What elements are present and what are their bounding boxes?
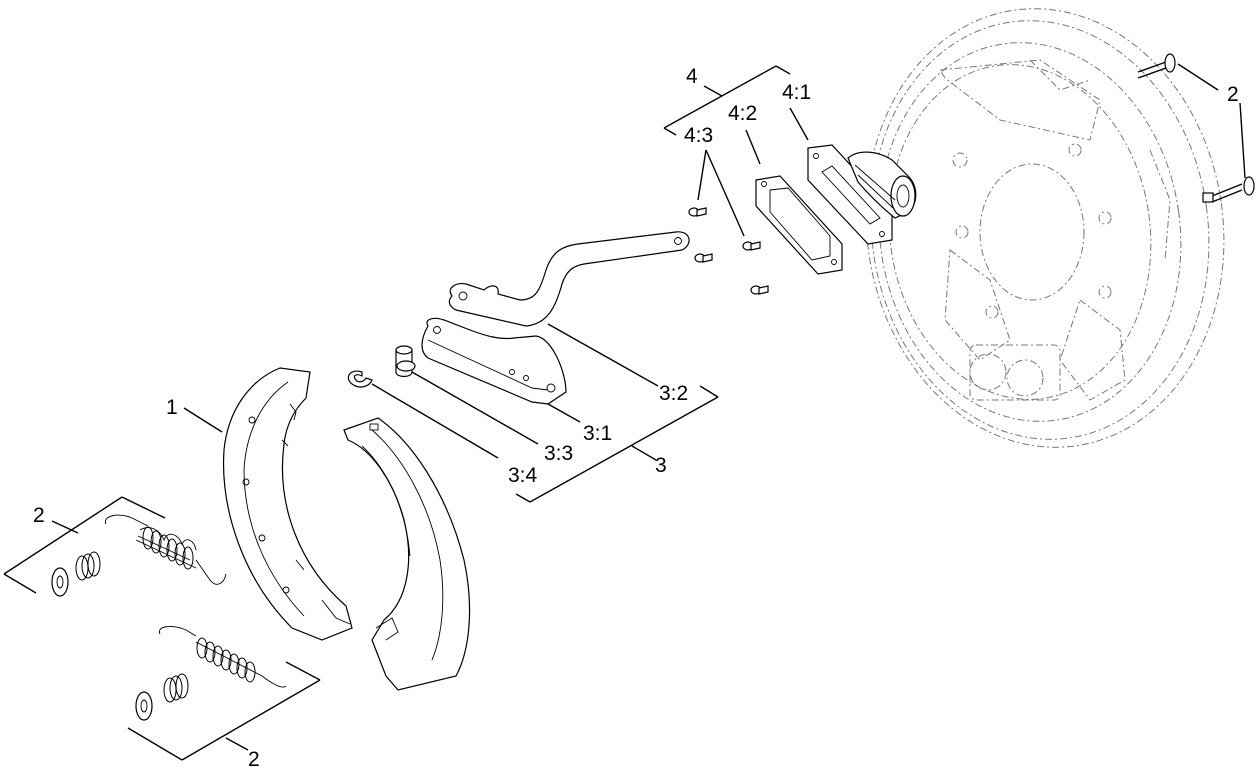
screws: [688, 207, 769, 295]
label-3-4: 3:4: [508, 464, 538, 487]
label-4-2: 4:2: [728, 102, 757, 125]
label-3-2: 3:2: [659, 382, 688, 405]
rivet-upper: [1137, 53, 1176, 79]
label-2-lower: 2: [248, 748, 260, 771]
part-labels: 1 2 2 2 3 3:1 3:2 3:3 3:4 4 4:1 4:2 4:3: [33, 65, 1239, 771]
backing-plate: [865, 8, 1225, 448]
gasket: [755, 175, 843, 275]
plate: [421, 317, 567, 405]
clip: [347, 370, 373, 388]
brake-shoe-right: [343, 417, 471, 691]
label-2-upper: 2: [33, 504, 45, 527]
leader-lines: [3, 63, 1246, 761]
label-3: 3: [655, 454, 667, 477]
brake-shoe-left: [222, 367, 353, 641]
label-2-right: 2: [1227, 83, 1239, 106]
rivet-lower: [1202, 176, 1255, 203]
spring-assembly-lower: [135, 626, 287, 721]
label-3-3: 3:3: [544, 442, 573, 465]
lever: [448, 231, 690, 327]
label-4-1: 4:1: [782, 81, 811, 104]
label-4-3: 4:3: [684, 124, 713, 147]
spring-assembly-upper: [51, 514, 227, 597]
pin: [395, 345, 416, 378]
cover-plate: [807, 144, 917, 245]
label-1: 1: [166, 396, 178, 419]
label-3-1: 3:1: [583, 422, 612, 445]
label-4: 4: [686, 65, 698, 88]
